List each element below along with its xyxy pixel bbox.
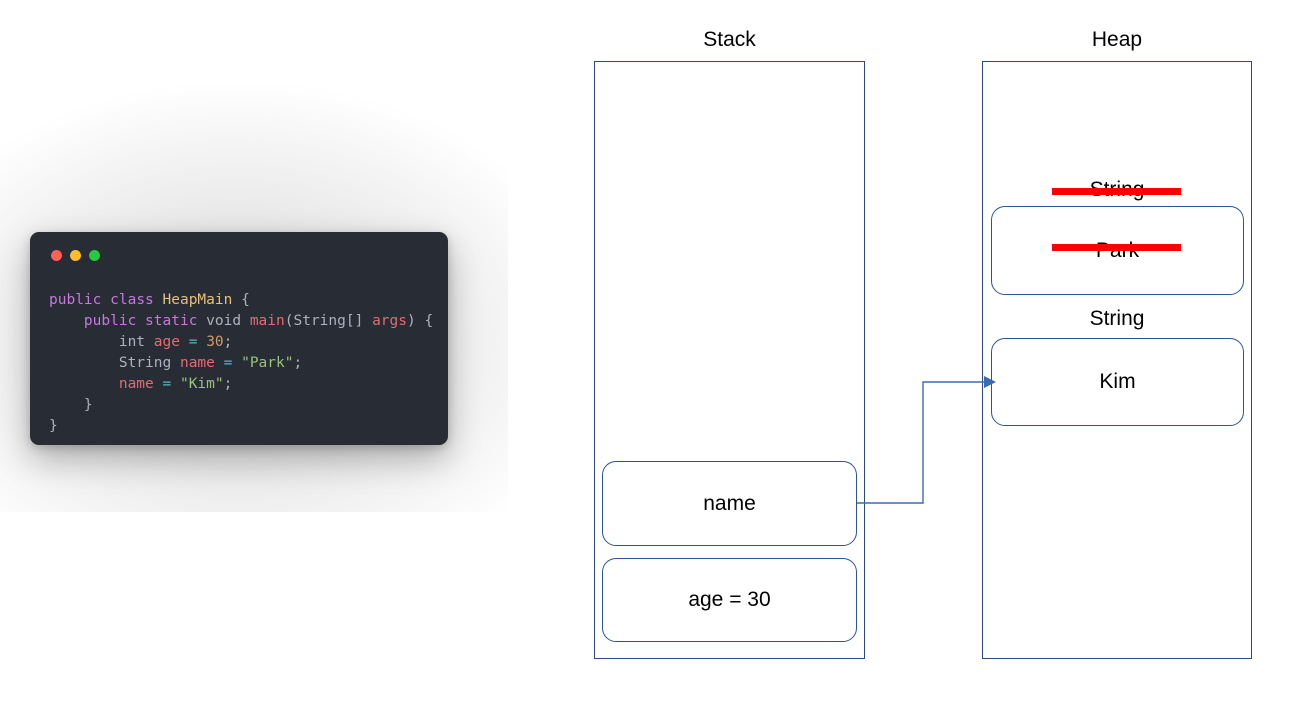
code-token: "Kim" [179,376,224,392]
code-token: public [83,313,137,329]
code-token [197,334,206,350]
code-token [145,334,154,350]
code-token [49,313,84,329]
heap-title: Heap [1091,28,1143,51]
code-token [215,355,224,371]
code-line: } [49,416,433,437]
code-token: void [206,313,242,329]
code-line: public class HeapMain { [49,290,433,311]
strikethrough-string-label [1052,188,1181,195]
code-line: int age = 30; [49,332,433,353]
code-token: "Park" [241,355,294,371]
code-line: } [49,395,433,416]
heap-object-kim-type-label: String [1089,307,1145,330]
stack-cell-age-label: age = 30 [688,588,771,611]
code-token [180,334,189,350]
code-token: = [223,355,233,371]
code-token: static [145,313,198,329]
close-dot[interactable] [51,250,62,261]
code-token [136,313,145,329]
code-token [171,355,180,371]
code-block: public class HeapMain { public static vo… [49,290,433,437]
code-token [363,313,372,329]
code-token: ; [223,334,233,350]
code-token: HeapMain [162,292,233,308]
code-token: { [232,292,250,308]
code-token: String[] [293,313,364,329]
code-token: age [153,334,180,350]
stack-cell-name-label: name [703,491,756,515]
code-token: } [49,418,58,434]
code-token: name [118,376,154,392]
arrow-polyline [857,381,986,504]
code-token: public [49,292,102,308]
code-line: public static void main(String[] args) { [49,311,433,332]
stack-cell-name[interactable]: name [602,461,857,546]
code-token [49,376,119,392]
code-token: int [118,334,146,350]
code-token: ; [223,376,233,392]
code-token: 30 [206,334,224,350]
minimize-dot[interactable] [70,250,81,261]
code-token: = [162,376,172,392]
code-token [171,376,180,392]
code-token [101,292,110,308]
code-window: public class HeapMain { public static vo… [30,232,448,445]
code-token: } [49,397,93,413]
maximize-dot[interactable] [89,250,100,261]
code-token [154,376,163,392]
code-token [49,334,119,350]
code-token: = [188,334,198,350]
code-line: String name = "Park"; [49,353,433,374]
reference-arrow-name-to-kim [857,376,996,504]
code-token: args [372,313,407,329]
heap-object-kim[interactable]: Kim [991,338,1244,426]
code-token [241,313,250,329]
heap-object-kim-value: Kim [1099,370,1136,393]
code-token: ) { [406,313,434,329]
code-line: name = "Kim"; [49,374,433,395]
code-token [49,355,119,371]
code-token [154,292,163,308]
window-controls [51,250,100,261]
code-token [232,355,241,371]
stack-title: Stack [703,28,756,51]
stack-cell-age[interactable]: age = 30 [602,558,857,642]
code-token [197,313,206,329]
code-token: ; [293,355,303,371]
code-token: name [179,355,215,371]
code-token: main [249,313,285,329]
code-token: class [110,292,154,308]
code-token: String [118,355,172,371]
code-token: ( [284,313,294,329]
strikethrough-park-value [1052,244,1181,251]
